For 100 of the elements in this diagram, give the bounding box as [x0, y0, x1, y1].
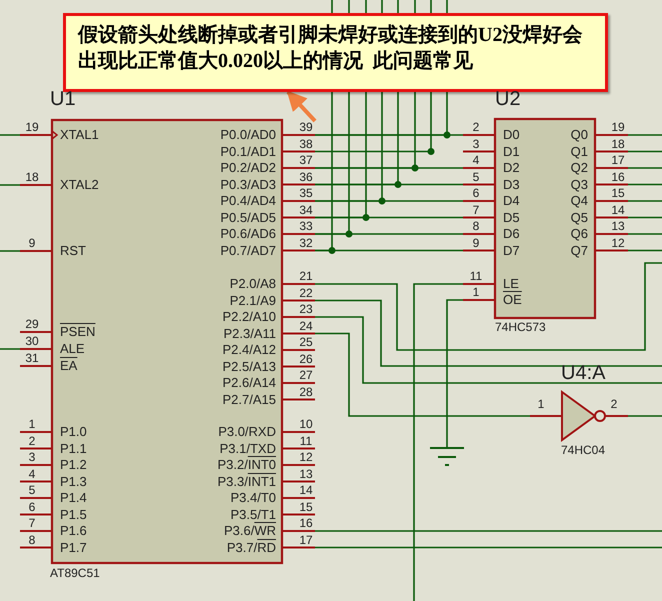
wire: [628, 167, 662, 169]
part-number: 74HC573: [495, 320, 546, 334]
pin-name: P3.2/INT0: [217, 457, 276, 472]
wire: [315, 262, 662, 351]
pin-number: 10: [299, 418, 313, 431]
pin-name: PSEN: [60, 324, 96, 339]
pin-name: P2.0/A8: [230, 276, 276, 291]
pin-number: 1: [472, 286, 480, 299]
pin-name: D0: [503, 127, 520, 142]
wire: [628, 250, 662, 252]
pin-name: Q1: [570, 144, 588, 158]
pin-number: 1: [538, 398, 544, 411]
pin-number: 5: [28, 484, 36, 497]
pin-name: P1.3: [60, 474, 87, 488]
pin-name: P3.6/WR: [224, 523, 276, 538]
pin-number: 2: [472, 121, 480, 134]
pin-number: 34: [299, 204, 313, 216]
pin-number: 25: [299, 336, 313, 349]
pin-name: P0.1/AD1: [220, 144, 276, 158]
pin-number: 19: [611, 121, 625, 134]
pin-name: P0.0/AD0: [220, 127, 276, 142]
pin-name: P0.4/AD4: [220, 193, 276, 208]
pin-name: P3.1/TXD: [220, 440, 276, 456]
pin-number: 30: [25, 335, 39, 348]
pin-number: 28: [299, 386, 313, 398]
pin-number: 17: [299, 534, 313, 546]
pin-name: P2.6/A14: [222, 375, 276, 390]
callout-box: [63, 13, 608, 92]
pin-name: P1.6: [60, 523, 87, 538]
wire: [628, 150, 662, 152]
pin-name: P3.3/INT1: [217, 474, 276, 488]
pin-name: P0.7/AD7: [220, 242, 276, 258]
pin-name: Q0: [570, 127, 588, 142]
pin-number: 12: [611, 236, 625, 250]
pin-number: 35: [299, 187, 313, 200]
pin-name: Q5: [570, 210, 588, 224]
wire: [315, 300, 662, 367]
pin-number: 13: [299, 468, 313, 480]
pin-number: 1: [28, 418, 36, 431]
pin-name: P2.7/A15: [222, 392, 276, 406]
pin-number: 39: [299, 121, 313, 134]
pin-name: P2.2/A10: [222, 309, 276, 324]
pin-number: 2: [610, 398, 618, 411]
pin-name: OE: [503, 292, 522, 307]
pin-number: 19: [25, 121, 39, 134]
pin-name: P2.1/A9: [230, 292, 276, 308]
pin-name: LE: [503, 276, 519, 291]
pin-number: 3: [28, 451, 36, 464]
pin-number: 9: [28, 237, 36, 250]
pin-number: 38: [299, 138, 313, 150]
wire: [628, 134, 662, 136]
pin-number: 22: [299, 286, 313, 300]
pin-number: 6: [28, 500, 36, 514]
pin-name: P2.3/A11: [223, 326, 276, 340]
pin-name: D5: [503, 210, 520, 224]
pin-name: P0.6/AD6: [220, 226, 276, 241]
wire: [628, 415, 662, 417]
wire: [0, 250, 20, 252]
pin-name: ALE: [60, 341, 85, 356]
pin-number: 16: [299, 517, 313, 530]
pin-number: 3: [472, 138, 480, 150]
pin-number: 14: [611, 204, 625, 216]
pin-name: D3: [503, 176, 520, 192]
pin-name: P3.5/T1: [230, 506, 276, 522]
pin-number: 21: [299, 270, 313, 283]
pin-name: D2: [503, 160, 520, 175]
wire: [413, 283, 463, 601]
pin-number: 36: [299, 170, 313, 184]
pin-name: Q6: [570, 226, 588, 241]
pin-name: P0.5/AD5: [220, 210, 276, 224]
wire: [628, 233, 662, 235]
wire: [315, 332, 530, 417]
pin-name: Q2: [570, 160, 588, 175]
pin-name: P1.0: [60, 424, 87, 439]
pin-number: 15: [299, 500, 313, 514]
pin-number: 8: [472, 220, 480, 233]
pin-number: 14: [299, 484, 313, 497]
chip-label: U1: [50, 88, 76, 110]
pin-number: 7: [28, 517, 36, 530]
pin-name: P2.5/A13: [222, 358, 276, 374]
pin-number: 31: [25, 352, 39, 365]
callout-text: 假设箭头处线断掉或者引脚未焊好或连接到的U2没焊好会出现比正常值大0.020以上的情况 此问题常见: [78, 22, 584, 74]
pin-number: 11: [470, 270, 482, 283]
pin-number: 33: [299, 220, 313, 233]
wire: [446, 299, 463, 448]
pin-number: 11: [300, 434, 312, 448]
pin-name: P0.3/AD3: [220, 176, 276, 192]
pin-number: 15: [611, 187, 625, 200]
pin-name: EA: [60, 358, 78, 373]
pin-name: D7: [503, 242, 520, 258]
pin-name: RST: [60, 243, 86, 258]
pin-number: 5: [472, 170, 480, 184]
pin-name: D4: [503, 193, 520, 208]
pin-name: D1: [503, 144, 520, 158]
pin-name: P2.4/A12: [222, 342, 276, 357]
pin-number: 18: [25, 171, 39, 184]
part-number: 74HC04: [561, 443, 606, 457]
wire: [0, 134, 20, 136]
wire: [315, 546, 662, 548]
wire: [0, 348, 20, 350]
